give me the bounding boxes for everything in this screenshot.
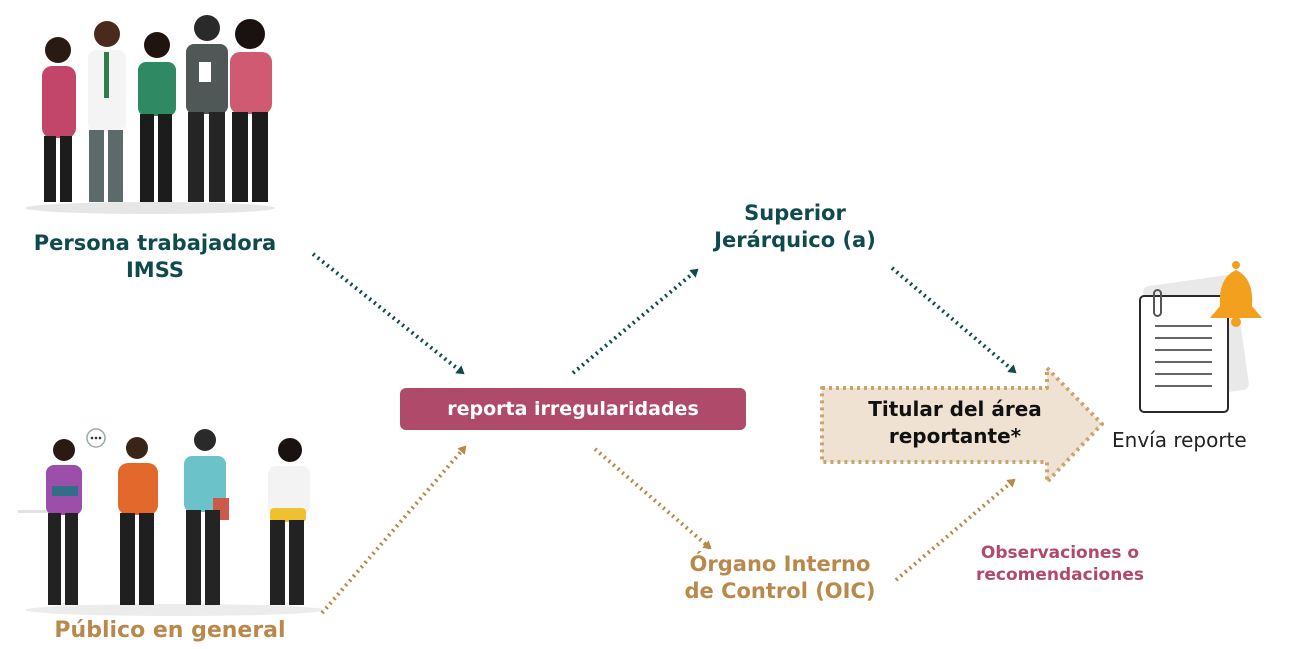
document-bell-icon <box>1139 261 1262 413</box>
titular-arrow-shape <box>820 366 1104 484</box>
observations-label: Observaciones o recomendaciones <box>940 542 1180 586</box>
arrow-report-to-superior <box>571 268 699 375</box>
arrow-worker-to-report <box>311 252 465 375</box>
send-report-label: Envía reporte <box>1112 428 1247 452</box>
oic-label-line2: de Control (OIC) <box>684 579 876 604</box>
arrow-report-to-oic <box>593 447 712 550</box>
arrow-public-to-report <box>320 445 467 615</box>
worker-label-line2: IMSS <box>125 258 185 283</box>
arrow-superior-to-titular <box>890 266 1017 374</box>
titular-label: Titular del área reportante* <box>830 396 1080 450</box>
observations-label-line2: recomendaciones <box>976 565 1144 586</box>
superior-label-line1: Superior <box>744 201 846 225</box>
titular-label-line1: Titular del área <box>868 397 1042 421</box>
group-of-people-illustration <box>18 428 325 616</box>
worker-label-line1: Persona trabajadora <box>33 231 277 255</box>
public-label: Público en general <box>54 618 286 643</box>
oic-label-line1: Órgano Interno <box>689 552 871 576</box>
superior-label-line2: Jerárquico (a) <box>714 228 876 253</box>
oic-label: Órgano Interno de Control (OIC) <box>660 551 900 606</box>
titular-label-line2: reportante* <box>888 424 1022 448</box>
report-irregularities-box: reporta irregularidades <box>400 388 746 430</box>
observations-label-line1: Observaciones o <box>980 543 1140 563</box>
worker-label: Persona trabajadora IMSS <box>0 230 310 285</box>
group-of-workers-illustration <box>25 15 275 214</box>
arrow-oic-to-titular <box>894 478 1016 582</box>
superior-label: Superior Jerárquico (a) <box>680 200 910 255</box>
